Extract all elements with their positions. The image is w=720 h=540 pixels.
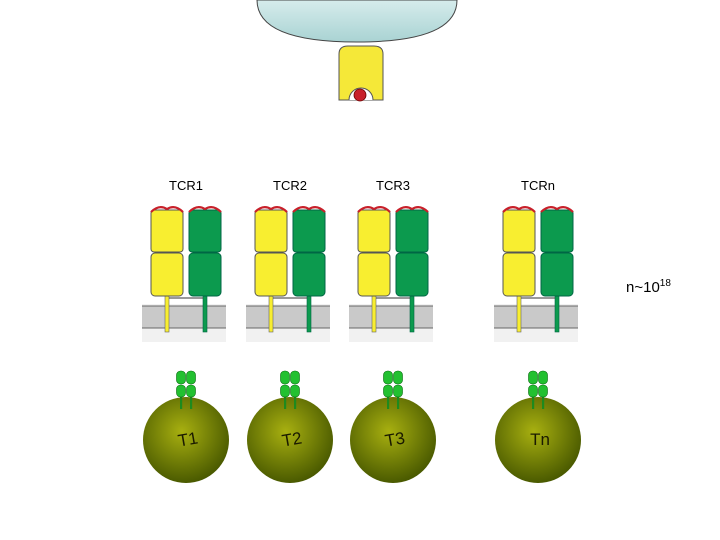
t-cell-label: T2	[280, 428, 304, 451]
cd3-stalk	[190, 387, 193, 409]
t-cell-body	[495, 397, 581, 483]
cdr-loop	[395, 205, 429, 213]
cd3-domain	[538, 370, 548, 385]
beta-variable-domain	[188, 209, 222, 253]
tcr-receptor	[246, 205, 330, 342]
alpha-constant-domain	[502, 252, 536, 297]
alpha-variable-domain	[150, 209, 184, 253]
alpha-variable-domain	[254, 209, 288, 253]
cd3-complex	[528, 370, 548, 409]
cell-membrane	[494, 306, 578, 328]
beta-constant-domain	[188, 252, 222, 297]
beta-constant-domain	[540, 252, 574, 297]
alpha-transmembrane	[371, 295, 377, 333]
t-cell-label: Tn	[530, 430, 550, 449]
tcr-label: TCR1	[169, 178, 203, 193]
tcr-label: TCR3	[376, 178, 410, 193]
diversity-base: n~10	[626, 279, 660, 296]
peptide-antigen	[353, 88, 367, 102]
alpha-variable-domain	[357, 209, 391, 253]
diversity-label: n~1018	[626, 278, 671, 296]
beta-transmembrane	[554, 295, 560, 333]
cd3-domain	[528, 384, 538, 398]
cd3-domain	[186, 370, 196, 385]
t-cell-label: T1	[176, 428, 200, 451]
cd3-complex	[280, 370, 300, 409]
cd3-stalk	[294, 387, 297, 409]
t-cell-body	[350, 397, 436, 483]
receptor-layer	[142, 205, 578, 342]
mhc-body	[338, 45, 384, 101]
cdr-loop	[540, 205, 574, 213]
cd3-domain	[280, 384, 290, 398]
cd3-stalk	[397, 387, 400, 409]
beta-transmembrane	[202, 295, 208, 333]
beta-variable-domain	[540, 209, 574, 253]
tcr-label: TCR2	[273, 178, 307, 193]
apc-body	[256, 0, 458, 43]
cd3-domain	[393, 384, 403, 398]
t-cell-label: T3	[383, 428, 407, 451]
cd3-domain	[280, 370, 290, 385]
alpha-constant-domain	[254, 252, 288, 297]
cd3-domain	[393, 370, 403, 385]
beta-variable-domain	[292, 209, 326, 253]
mhc-molecule	[338, 45, 384, 102]
cd3-stalk	[284, 387, 287, 409]
cd3-stalk	[180, 387, 183, 409]
cd3-domain	[528, 370, 538, 385]
alpha-variable-domain	[502, 209, 536, 253]
beta-transmembrane	[306, 295, 312, 333]
cd3-stalk	[532, 387, 535, 409]
cdr-loop	[188, 205, 222, 213]
tcr-receptor	[349, 205, 433, 342]
cd3-domain	[290, 384, 300, 398]
cd3-domain	[186, 384, 196, 398]
cell-membrane	[142, 306, 226, 328]
cd3-domain	[383, 370, 393, 385]
alpha-transmembrane	[164, 295, 170, 333]
cd3-domain	[538, 384, 548, 398]
cd3-stalk	[387, 387, 390, 409]
alpha-transmembrane	[268, 295, 274, 333]
t-cell	[350, 370, 436, 483]
cdr-loop	[357, 205, 391, 213]
cd3-complex	[383, 370, 403, 409]
t-cell	[247, 370, 333, 483]
t-cell-body	[143, 397, 229, 483]
tcr-receptor	[494, 205, 578, 342]
cell-layer	[143, 370, 581, 483]
cd3-domain	[176, 384, 186, 398]
beta-variable-domain	[395, 209, 429, 253]
cd3-stalk	[542, 387, 545, 409]
alpha-constant-domain	[150, 252, 184, 297]
beta-constant-domain	[292, 252, 326, 297]
antigen-presenting-cell	[256, 0, 458, 43]
alpha-transmembrane	[516, 295, 522, 333]
cd3-domain	[383, 384, 393, 398]
t-cell-body	[247, 397, 333, 483]
tcr-receptor	[142, 205, 226, 342]
cell-membrane	[349, 306, 433, 328]
cdr-loop	[502, 205, 536, 213]
cd3-domain	[176, 370, 186, 385]
cdr-loop	[150, 205, 184, 213]
t-cell	[495, 370, 581, 483]
beta-constant-domain	[395, 252, 429, 297]
cdr-loop	[254, 205, 288, 213]
cell-membrane	[246, 306, 330, 328]
cdr-loop	[292, 205, 326, 213]
t-cell	[143, 370, 229, 483]
cd3-domain	[290, 370, 300, 385]
alpha-constant-domain	[357, 252, 391, 297]
tcr-label: TCRn	[521, 178, 555, 193]
beta-transmembrane	[409, 295, 415, 333]
diversity-exponent: 18	[659, 278, 671, 289]
cd3-complex	[176, 370, 196, 409]
